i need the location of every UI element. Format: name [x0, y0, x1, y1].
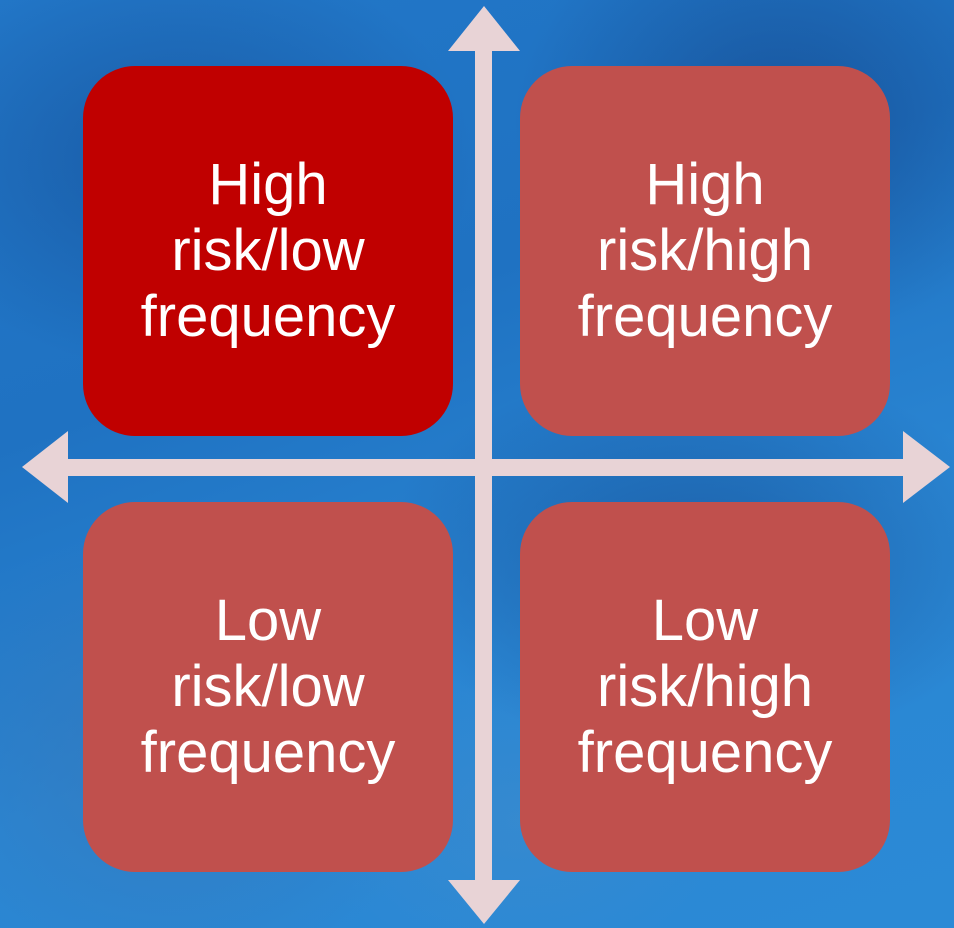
- right-arrow-head: [903, 431, 950, 503]
- quadrant-label: High risk/low frequency: [140, 152, 396, 349]
- quadrant-high-risk-low-frequency: High risk/low frequency: [83, 66, 453, 436]
- quadrant-label: Low risk/low frequency: [140, 588, 396, 785]
- quadrant-low-risk-low-frequency: Low risk/low frequency: [83, 502, 453, 872]
- quadrant-high-risk-high-frequency: High risk/high frequency: [520, 66, 890, 436]
- quadrant-label: High risk/high frequency: [577, 152, 833, 349]
- left-arrow-head: [22, 431, 68, 503]
- quadrant-label: Low risk/high frequency: [577, 588, 833, 785]
- quadrant-low-risk-high-frequency: Low risk/high frequency: [520, 502, 890, 872]
- horizontal-axis-line: [60, 459, 910, 476]
- up-arrow-head: [448, 6, 520, 51]
- down-arrow-head: [448, 880, 520, 924]
